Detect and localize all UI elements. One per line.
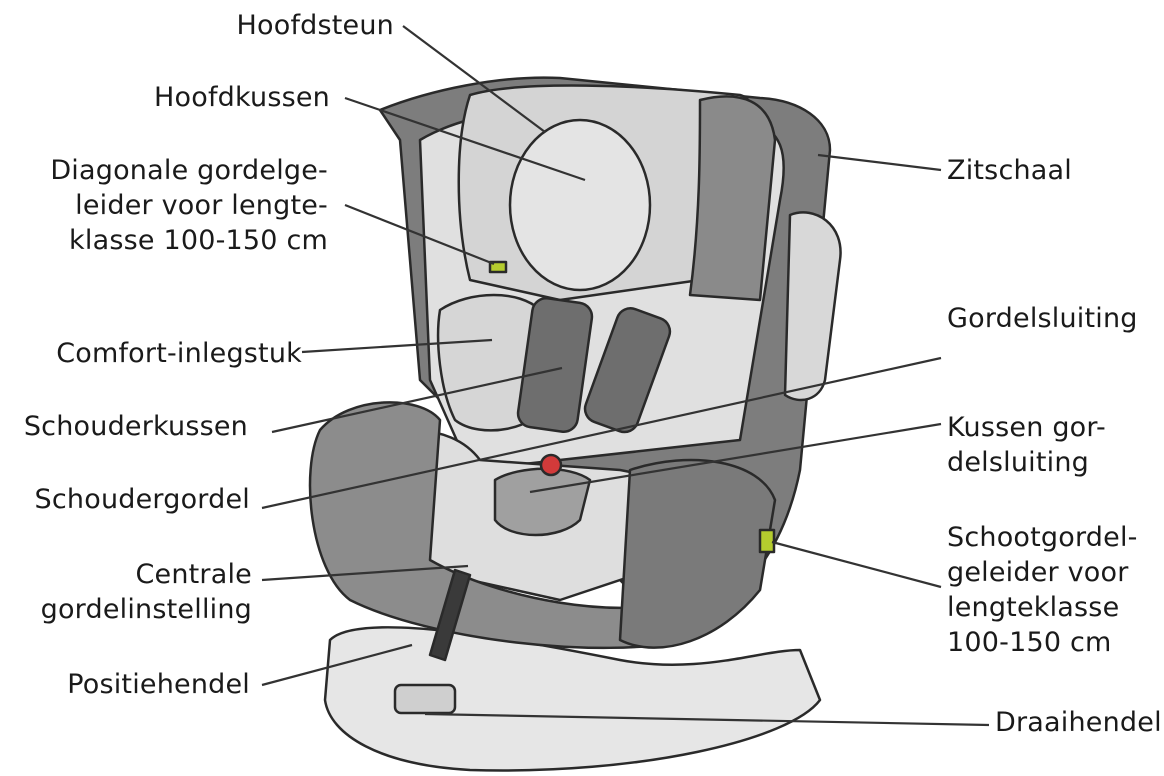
belt-guide-upper bbox=[488, 260, 508, 274]
line-schouderkussen bbox=[271, 366, 563, 434]
label-schootgordel-line-4: 100-150 cm bbox=[947, 627, 1112, 658]
label-schouderkussen: Schouderkussen bbox=[23, 411, 248, 442]
label-zitschaal: Zitschaal bbox=[947, 155, 1073, 186]
swivel-handle bbox=[393, 683, 457, 715]
label-hoofdsteun: Hoofdsteun bbox=[236, 10, 394, 41]
head-cushion bbox=[508, 118, 652, 292]
side-rail-pad bbox=[783, 211, 842, 402]
line-schoudergordel bbox=[261, 356, 942, 510]
line-kussen bbox=[529, 422, 942, 494]
shoulder-pad-left bbox=[516, 297, 594, 433]
buckle bbox=[539, 453, 563, 477]
label-kussen-line-2: delsluiting bbox=[947, 447, 1089, 478]
label-centrale: Centrale gordelinstelling bbox=[41, 557, 252, 627]
label-schootgordel-line-3: lengteklasse bbox=[947, 592, 1120, 623]
headrest-wing bbox=[688, 95, 777, 302]
label-schootgordel-line-2: geleider voor bbox=[947, 557, 1129, 588]
label-centrale-line-1: Centrale bbox=[135, 559, 252, 590]
seat-shell-front bbox=[618, 458, 777, 649]
label-diagonale: Diagonale gordelge- leider voor lengte- … bbox=[50, 153, 328, 258]
label-comfort: Comfort-inlegstuk bbox=[56, 338, 302, 369]
line-schootgordel bbox=[771, 540, 942, 589]
label-draaihendel: Draaihendel bbox=[995, 707, 1162, 738]
line-positiehendel bbox=[261, 643, 413, 687]
label-centrale-line-2: gordelinstelling bbox=[40, 594, 252, 625]
line-hoofdsteun bbox=[402, 25, 546, 133]
label-kussen-line-1: Kussen gor- bbox=[947, 412, 1106, 443]
line-hoofdkussen bbox=[344, 96, 586, 182]
comfort-insert bbox=[436, 293, 547, 432]
line-diagonale bbox=[344, 203, 495, 266]
shoulder-pad-right bbox=[583, 307, 672, 434]
central-strap bbox=[428, 568, 472, 662]
label-kussen: Kussen gor- delsluiting bbox=[947, 410, 1106, 480]
label-hoofdkussen: Hoofdkussen bbox=[154, 82, 330, 113]
label-schoudergordel: Schoudergordel bbox=[34, 484, 250, 515]
line-comfort bbox=[301, 338, 493, 354]
label-positiehendel: Positiehendel bbox=[67, 669, 250, 700]
label-schootgordel-line-1: Schootgordel- bbox=[947, 522, 1138, 553]
belt-guide-lap bbox=[758, 528, 776, 554]
label-diagonale-line-3: klasse 100-150 cm bbox=[69, 225, 328, 256]
line-draaihendel bbox=[424, 712, 990, 727]
label-diagonale-line-2: leider voor lengte- bbox=[75, 190, 328, 221]
label-schootgordel: Schootgordel- geleider voor lengteklasse… bbox=[947, 520, 1138, 660]
label-diagonale-line-1: Diagonale gordelge- bbox=[50, 155, 328, 186]
line-centrale bbox=[261, 564, 469, 582]
label-gordelsluiting: Gordelsluiting bbox=[947, 303, 1138, 334]
line-zitschaal bbox=[817, 153, 942, 172]
